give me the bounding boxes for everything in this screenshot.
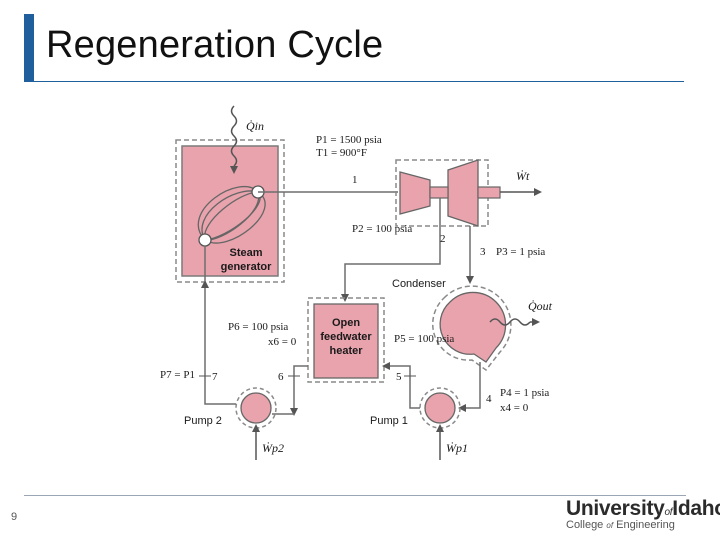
state-1-label: 1 — [352, 174, 358, 186]
condenser-coil — [489, 318, 531, 326]
w-p2-label: Ẇp2 — [262, 440, 284, 455]
w-p1-label: Ẇp1 — [446, 440, 468, 455]
p6-label: P6 = 100 psia — [228, 321, 288, 333]
p1-label: P1 = 1500 psia — [316, 134, 382, 146]
state-7-label: 7 — [212, 371, 218, 383]
state-4-label: 4 — [486, 393, 492, 405]
output-shaft — [477, 186, 501, 199]
condensate-line-4 — [458, 362, 481, 412]
university-logo: UniversityofIdaho College of Engineering — [566, 497, 720, 531]
boiler-tube-loop — [197, 186, 259, 241]
turbine-shaft — [429, 186, 449, 199]
x6-label: x6 = 0 — [268, 336, 297, 348]
feed-line-7 — [201, 280, 236, 405]
boiler-tube-loop — [204, 191, 266, 244]
fwh-body — [313, 303, 379, 379]
title-accent-bar — [24, 14, 34, 82]
p4-label: P4 = 1 psia — [500, 387, 549, 399]
feed-line-6 — [290, 365, 308, 416]
w-t-label: Ẇt — [516, 168, 530, 183]
condenser-label: Condenser — [392, 278, 446, 290]
q-in-label: Q̇in — [246, 119, 264, 133]
condenser-body — [439, 291, 507, 363]
p5-label: P5 = 100 psia — [394, 333, 454, 345]
steam-generator-label-2: generator — [221, 261, 272, 273]
heat-input-squiggle — [230, 105, 238, 167]
fwh-label-3: heater — [329, 345, 363, 357]
pump-2-body — [240, 392, 272, 424]
pump-2-label: Pump 2 — [184, 415, 222, 427]
fwh-label-2: feedwater — [320, 331, 372, 343]
extraction-line-2 — [341, 198, 441, 302]
t1-label: T1 = 900°F — [316, 147, 367, 159]
pump-1-body — [424, 392, 456, 424]
boiler-inlet-node — [198, 233, 212, 247]
pump-1-label: Pump 1 — [370, 415, 408, 427]
logo-line-1: UniversityofIdaho — [566, 497, 720, 520]
p7-label: P7 = P1 — [160, 369, 195, 381]
q-out-label: Q̇out — [528, 299, 553, 313]
footer-divider — [24, 495, 686, 496]
x4-label: x4 = 0 — [500, 402, 529, 414]
feed-line-5 — [382, 362, 420, 409]
turbine-stage-1 — [399, 171, 431, 215]
state-2-label: 2 — [440, 233, 446, 245]
state-6-label: 6 — [278, 371, 284, 383]
state-3-label: 3 — [480, 246, 486, 258]
slide-title: Regeneration Cycle — [46, 24, 384, 66]
steam-generator-label-1: Steam — [229, 247, 262, 259]
p2-label: P2 = 100 psia — [352, 223, 412, 235]
steam-generator-boundary — [175, 139, 285, 283]
fwh-label-1: Open — [332, 317, 360, 329]
state-5-label: 5 — [396, 371, 402, 383]
turbine-stage-2 — [447, 159, 479, 227]
condenser-boundary — [431, 285, 512, 372]
title-divider — [34, 81, 684, 82]
logo-line-2: College of Engineering — [566, 519, 675, 531]
page-number: 9 — [11, 511, 18, 523]
p3-label: P3 = 1 psia — [496, 246, 545, 258]
